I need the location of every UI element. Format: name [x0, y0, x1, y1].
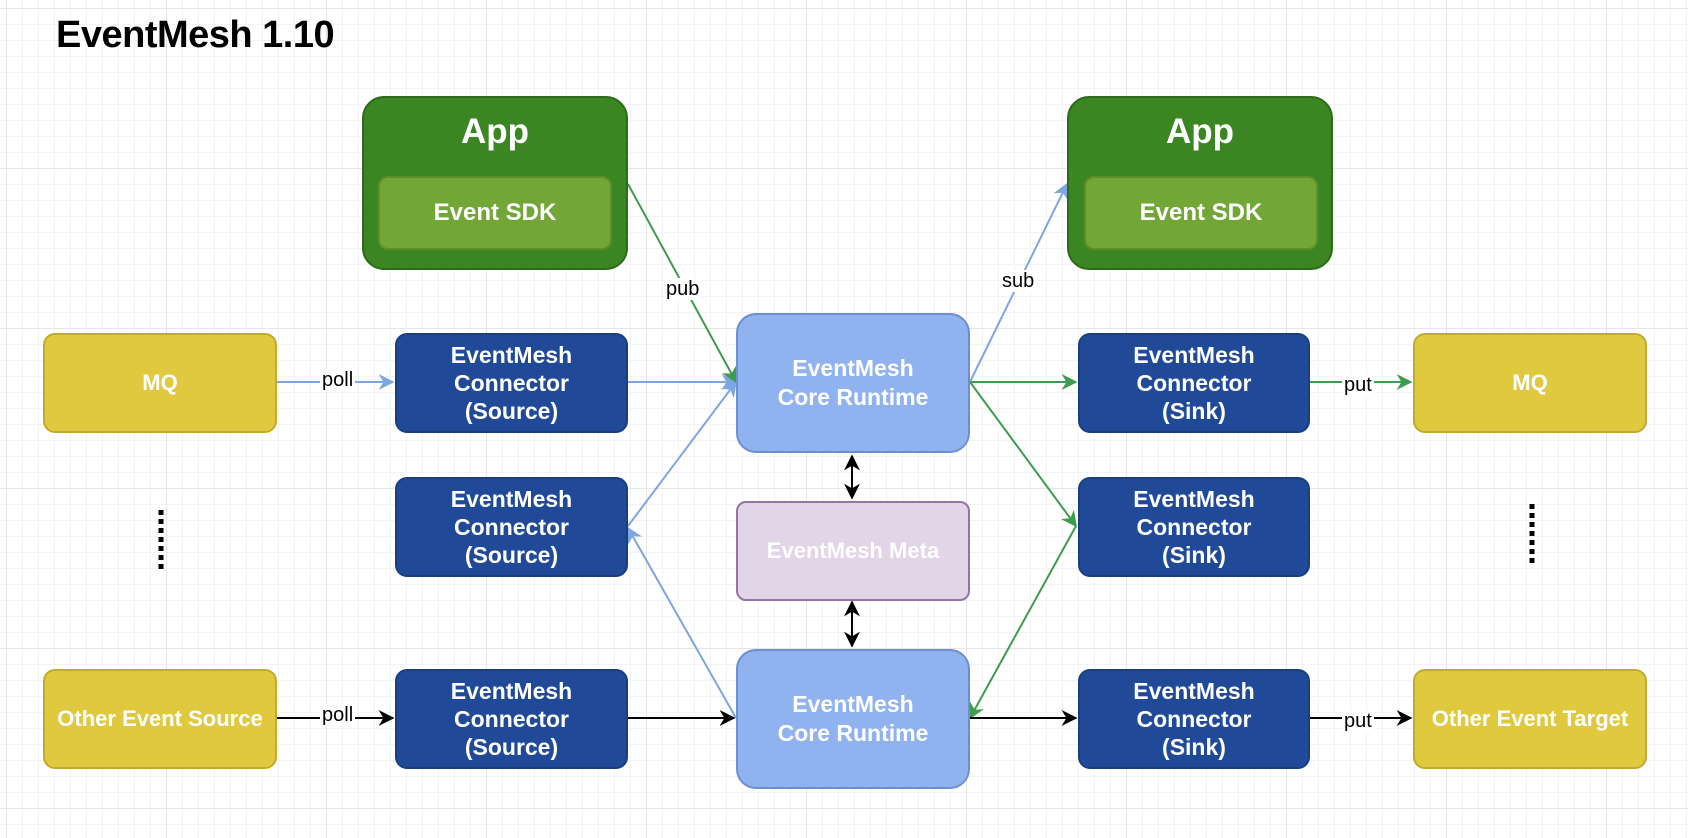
source-connector-3-line3: (Source) — [464, 734, 559, 760]
sink-connector-3-line2: Connector — [1136, 706, 1252, 732]
source-connector-2-line2: Connector — [454, 514, 569, 540]
other-event-source-label: Other Event Source — [57, 706, 263, 731]
app-right-title: App — [1165, 112, 1235, 151]
event-sdk-left[interactable]: Event SDK — [378, 176, 612, 250]
edge-label-put-bottom: put — [1342, 710, 1374, 732]
edge-label-put-top: put — [1342, 374, 1374, 396]
source-connector-3-line2: Connector — [454, 706, 569, 732]
edge-label-poll-bottom: poll — [320, 704, 356, 726]
sink-connector-2-line2: Connector — [1136, 514, 1252, 540]
app-left-title: App — [460, 112, 530, 151]
edge-label-sub: sub — [1000, 270, 1037, 292]
sink-connector-1-line3: (Sink) — [1162, 398, 1226, 424]
eventmesh-meta[interactable]: EventMesh Meta — [736, 501, 970, 601]
sink-connector-3-line3: (Sink) — [1162, 734, 1226, 760]
mq-source-label: MQ — [142, 370, 178, 395]
edge-source2-to-core-top — [627, 380, 737, 527]
event-sdk-left-label: Event SDK — [433, 199, 557, 226]
source-connector-1-line1: EventMesh — [450, 342, 573, 368]
edge-label-pub: pub — [664, 278, 702, 300]
edge-core-top-to-sink2 — [969, 381, 1077, 528]
mq-target[interactable]: MQ — [1413, 333, 1647, 433]
event-sdk-right[interactable]: Event SDK — [1084, 176, 1318, 250]
mq-target-label: MQ — [1512, 370, 1548, 395]
edge-core-bottom-to-source2 — [627, 526, 737, 719]
edge-sink2-to-core-bottom — [969, 525, 1077, 720]
other-event-target[interactable]: Other Event Target — [1413, 669, 1647, 769]
other-event-source[interactable]: Other Event Source — [43, 669, 277, 769]
sink-connector-3-line1: EventMesh — [1133, 678, 1255, 704]
core-runtime-bottom-line1: EventMesh — [792, 691, 914, 717]
event-sdk-right-label: Event SDK — [1139, 199, 1263, 226]
source-connector-2-line1: EventMesh — [450, 486, 573, 512]
sink-connector-1-line2: Connector — [1136, 370, 1252, 396]
eventmesh-meta-label: EventMesh Meta — [766, 538, 940, 563]
core-runtime-bottom-line2: Core Runtime — [777, 720, 929, 746]
diagram-title: EventMesh 1.10 — [56, 14, 335, 56]
core-runtime-top-line1: EventMesh — [792, 355, 914, 381]
edge-label-poll-top: poll — [320, 369, 356, 391]
source-connector-1-line2: Connector — [454, 370, 569, 396]
sink-connector-2-line3: (Sink) — [1162, 542, 1226, 568]
core-runtime-top-line2: Core Runtime — [777, 384, 929, 410]
source-connector-1-line3: (Source) — [464, 398, 559, 424]
source-connector-2-line3: (Source) — [464, 542, 559, 568]
source-connector-3-line1: EventMesh — [450, 678, 573, 704]
other-event-target-label: Other Event Target — [1431, 706, 1629, 731]
sink-connector-2-line1: EventMesh — [1133, 486, 1255, 512]
sink-connector-1-line1: EventMesh — [1133, 342, 1255, 368]
mq-source[interactable]: MQ — [43, 333, 277, 433]
